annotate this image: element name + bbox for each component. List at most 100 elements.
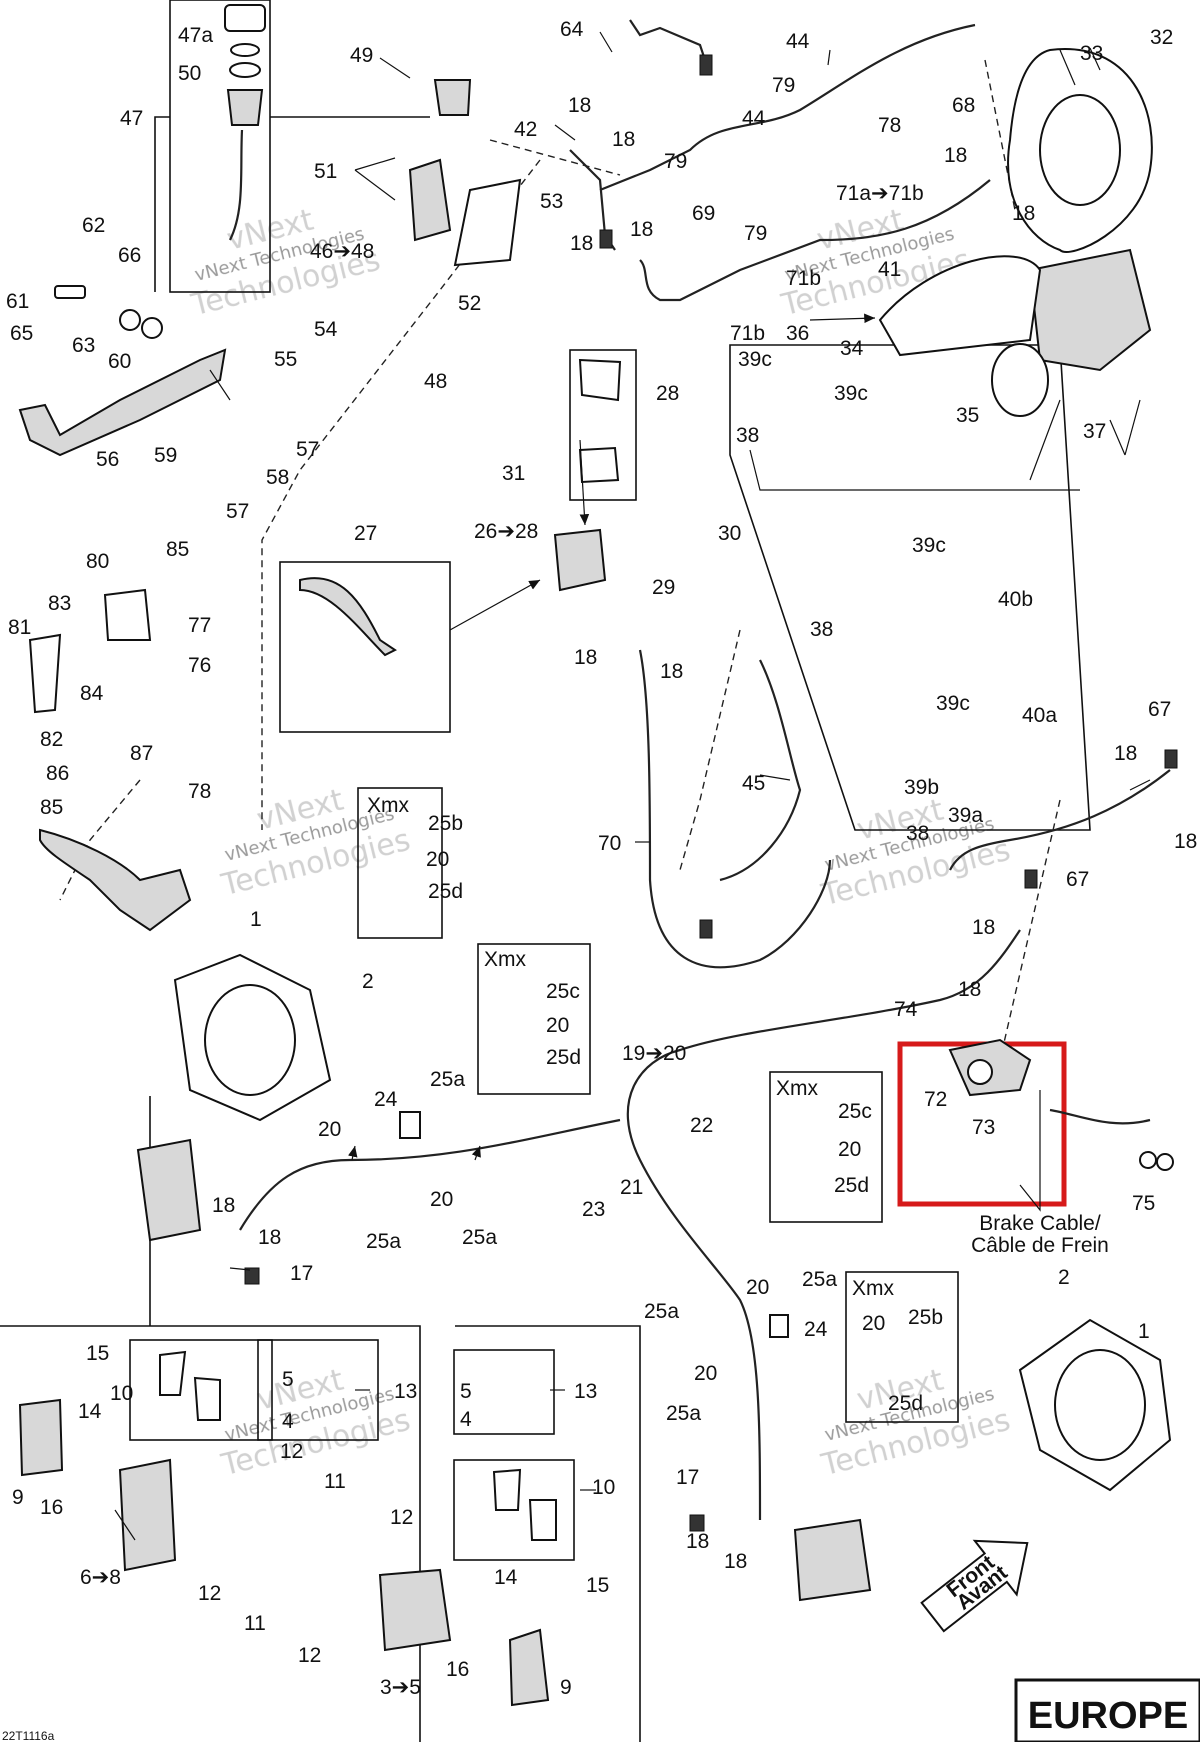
callout: 33: [1080, 42, 1103, 65]
callout: 18: [212, 1194, 235, 1217]
callout: 68: [952, 94, 975, 117]
callout: 9: [560, 1676, 572, 1699]
fitting: [1164, 749, 1178, 769]
parking-brake-pivot: [967, 1059, 993, 1085]
callout: 84: [80, 682, 104, 705]
callout: 47a: [178, 24, 213, 47]
nut-75: [1156, 1153, 1174, 1171]
callout: 53: [540, 190, 563, 213]
brake-pedal: [18, 348, 227, 457]
callout: 39c: [738, 348, 772, 371]
callout: 18: [972, 916, 995, 939]
callout: 86: [46, 762, 69, 785]
caliper-bracket-9b: [508, 1628, 550, 1707]
fitting: [1024, 869, 1038, 889]
brake-pad: [528, 1499, 557, 1541]
callout: 18: [630, 218, 653, 241]
callout: 4: [282, 1410, 294, 1433]
callout: 49: [350, 44, 373, 67]
xmx-box-3: [769, 1071, 883, 1223]
xmx-box-1: [357, 787, 443, 939]
reservoir-cap: [224, 4, 266, 32]
xmx-label: Xmx: [367, 794, 410, 817]
callout: 31: [502, 462, 525, 485]
callout: 47: [120, 107, 143, 130]
heat-shield: [453, 178, 522, 267]
callout: 20: [862, 1312, 885, 1335]
callout: 18: [686, 1530, 709, 1553]
bearing: [119, 309, 141, 331]
callout: 18: [612, 128, 635, 151]
front-caliper: [1028, 248, 1152, 372]
callout: 78: [188, 780, 211, 803]
xmx-label: Xmx: [484, 948, 527, 971]
rear-caliper-left: [136, 1138, 202, 1242]
callout: 1: [250, 908, 262, 931]
callout: 79: [772, 74, 795, 97]
pad-box-10a: [129, 1339, 273, 1441]
brake-pad: [159, 1350, 187, 1396]
callout: 50: [178, 62, 201, 85]
region-label: EUROPE: [1028, 1695, 1188, 1737]
brake-lever: [299, 577, 397, 657]
callout: 58: [266, 466, 289, 489]
callout: 35: [956, 404, 979, 427]
bearing: [141, 317, 163, 339]
nut-75: [1139, 1151, 1157, 1169]
callout: 20: [430, 1188, 453, 1211]
callout: 21: [620, 1176, 643, 1199]
bracket-80: [103, 588, 152, 641]
fitting: [599, 229, 613, 249]
callout: 18: [1012, 202, 1035, 225]
fitting: [699, 919, 713, 939]
guide-24: [399, 1111, 421, 1139]
reservoir-frame: [169, 0, 271, 293]
callout: 18: [258, 1226, 281, 1249]
callout: 20: [546, 1014, 569, 1037]
caliper-assembly-6-8: [118, 1458, 177, 1572]
callout: 25c: [546, 980, 580, 1003]
callout: 56: [96, 448, 119, 471]
callout: 39b: [904, 776, 939, 799]
callout: 15: [586, 1574, 609, 1597]
callout: 24: [374, 1088, 398, 1111]
callout: 61: [6, 290, 29, 313]
callout: 11: [244, 1612, 266, 1635]
callout: 28: [656, 382, 679, 405]
drawing-id: 22T1116a: [2, 1729, 55, 1742]
callout: 6➔8: [80, 1566, 121, 1589]
leader-lines: [114, 31, 1151, 1541]
callout: 62: [82, 214, 105, 237]
callout: 16: [40, 1496, 63, 1519]
callout: 25b: [428, 812, 463, 835]
rear-reservoir: [433, 79, 472, 116]
rear-master-cylinder: [408, 158, 452, 242]
callouts: 47a 50 47 49 51 46➔48 53 52 64 44 79 78 …: [6, 18, 1197, 1699]
pedal-bolt: [54, 285, 86, 299]
callout: 12: [390, 1506, 413, 1529]
callout: 38: [736, 424, 759, 447]
callout: 71b: [786, 267, 821, 290]
callout: 3➔5: [380, 1676, 421, 1699]
callout: 20: [746, 1276, 769, 1299]
callout: 87: [130, 742, 153, 765]
callout: 52: [458, 292, 481, 315]
callout: 25d: [888, 1392, 923, 1415]
plate-opening: [204, 984, 296, 1096]
callout: 26➔28: [474, 520, 538, 543]
callout: 39c: [936, 692, 970, 715]
callout: 38: [810, 618, 833, 641]
callout: 22: [690, 1114, 713, 1137]
callout: 2: [362, 970, 374, 993]
front-direction-arrow: Front Avant: [920, 1539, 1029, 1633]
callout: 10: [592, 1476, 615, 1499]
callout: 17: [290, 1262, 313, 1285]
callout: 15: [86, 1342, 109, 1365]
brake-cable-label-fr: Câble de Frein: [971, 1234, 1109, 1257]
reservoir-diaphragm: [578, 446, 620, 484]
callout: 57: [296, 438, 319, 461]
callout: 20: [426, 848, 449, 871]
callout: 25d: [546, 1046, 581, 1069]
callout: 12: [280, 1440, 303, 1463]
callout: 5: [282, 1368, 294, 1391]
